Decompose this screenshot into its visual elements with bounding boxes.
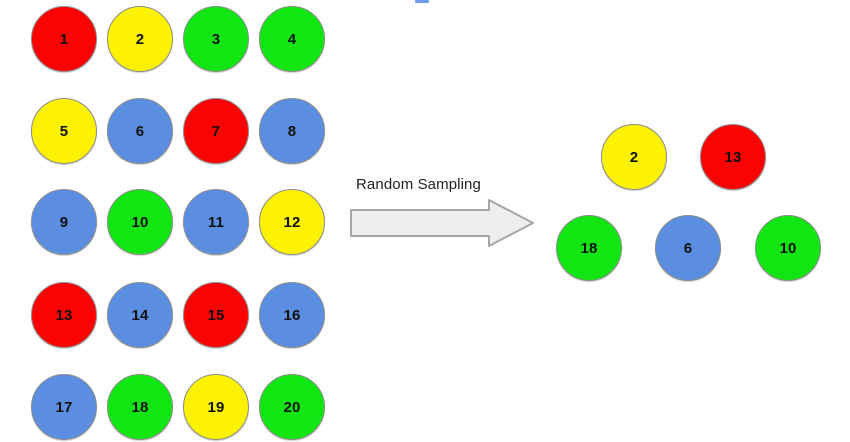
- random-sampling-label: Random Sampling: [356, 176, 481, 193]
- ball-label: 10: [779, 239, 797, 257]
- population-ball-19: 19: [183, 374, 249, 440]
- population-ball-13: 13: [31, 282, 97, 348]
- ball-label: 20: [283, 398, 301, 416]
- random-sampling-annotation: Random Sampling: [345, 172, 540, 252]
- population-ball-9: 9: [31, 189, 97, 255]
- ball-label: 9: [59, 213, 69, 231]
- population-ball-7: 7: [183, 98, 249, 164]
- ball-label: 15: [207, 306, 225, 324]
- sample-ball-6: 6: [655, 215, 721, 281]
- ball-label: 13: [55, 306, 73, 324]
- population-ball-18: 18: [107, 374, 173, 440]
- arrow-right-icon: [350, 199, 534, 247]
- population-ball-4: 4: [259, 6, 325, 72]
- ball-label: 13: [724, 148, 742, 166]
- ball-label: 6: [135, 122, 145, 140]
- population-ball-2: 2: [107, 6, 173, 72]
- ball-label: 14: [131, 306, 149, 324]
- population-ball-20: 20: [259, 374, 325, 440]
- clipped-top-fragment: [415, 0, 429, 3]
- population-ball-10: 10: [107, 189, 173, 255]
- ball-label: 10: [131, 213, 149, 231]
- population-ball-5: 5: [31, 98, 97, 164]
- ball-label: 2: [629, 148, 639, 166]
- ball-label: 17: [55, 398, 73, 416]
- population-ball-12: 12: [259, 189, 325, 255]
- ball-label: 11: [207, 213, 225, 231]
- ball-label: 1: [59, 30, 69, 48]
- ball-label: 6: [683, 239, 693, 257]
- population-ball-3: 3: [183, 6, 249, 72]
- ball-label: 12: [283, 213, 301, 231]
- sample-group: 2 13 18 6 10: [540, 100, 850, 300]
- population-ball-17: 17: [31, 374, 97, 440]
- ball-label: 16: [283, 306, 301, 324]
- population-ball-15: 15: [183, 282, 249, 348]
- random-sampling-arrow: [349, 198, 535, 248]
- population-ball-16: 16: [259, 282, 325, 348]
- population-ball-1: 1: [31, 6, 97, 72]
- population-ball-8: 8: [259, 98, 325, 164]
- ball-label: 3: [211, 30, 221, 48]
- population-ball-6: 6: [107, 98, 173, 164]
- population-ball-14: 14: [107, 282, 173, 348]
- sample-ball-10: 10: [755, 215, 821, 281]
- population-ball-11: 11: [183, 189, 249, 255]
- ball-label: 5: [59, 122, 69, 140]
- ball-label: 2: [135, 30, 145, 48]
- ball-label: 4: [287, 30, 297, 48]
- ball-label: 8: [287, 122, 297, 140]
- ball-label: 18: [580, 239, 598, 257]
- sample-ball-18: 18: [556, 215, 622, 281]
- sample-ball-2: 2: [601, 124, 667, 190]
- sample-ball-13: 13: [700, 124, 766, 190]
- ball-label: 7: [211, 122, 221, 140]
- ball-label: 19: [207, 398, 225, 416]
- ball-label: 18: [131, 398, 149, 416]
